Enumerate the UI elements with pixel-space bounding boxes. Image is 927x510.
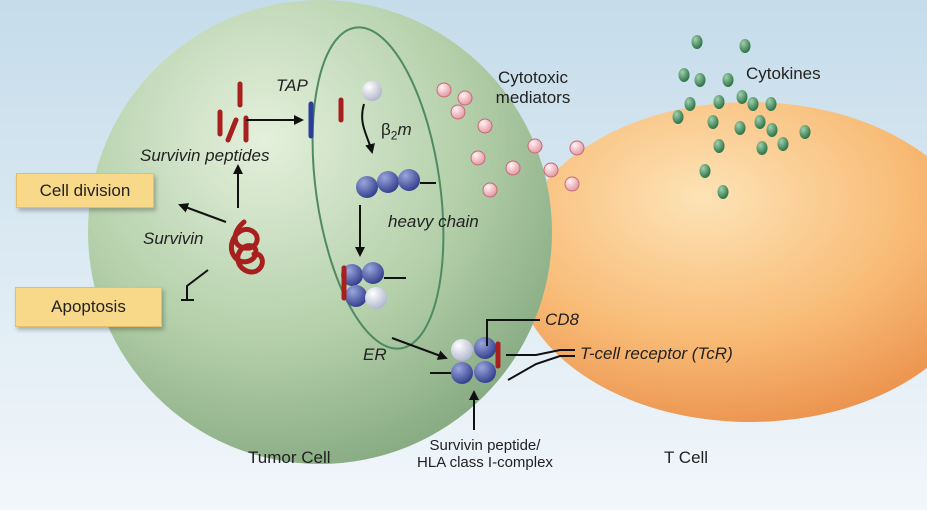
beta2m-beta: β	[381, 120, 391, 139]
t-cell	[514, 102, 927, 422]
cytotoxic-mediators-line1: Cytotoxic	[498, 68, 568, 87]
tumor-cell-label: Tumor Cell	[248, 448, 331, 467]
complex-label: Survivin peptide/ HLA class I-complex	[400, 437, 570, 472]
apoptosis-box: Apoptosis	[15, 287, 162, 327]
tcr-line-upper	[506, 349, 575, 356]
cytotoxic-mediators	[436, 82, 585, 198]
heavy-chain-label: heavy chain	[388, 212, 479, 231]
er-label: ER	[363, 345, 387, 364]
er-to-surface-arrow	[391, 337, 448, 360]
survivin-protein	[228, 219, 265, 275]
tumor-cell	[88, 0, 552, 464]
er-outline	[311, 26, 445, 350]
cytotoxic-mediators-label: Cytotoxic mediators	[478, 68, 588, 107]
complex-label-line2: HLA class I-complex	[417, 454, 553, 472]
cell-division-box: Cell division	[16, 173, 154, 208]
connector-lines	[181, 269, 575, 381]
cytokines	[672, 35, 811, 199]
er-complex-graphic	[341, 262, 406, 309]
beta2m-m: m	[397, 120, 412, 139]
cd8-line	[486, 319, 540, 346]
tcr-line-lower	[507, 355, 575, 381]
surface-complex-graphic	[430, 337, 501, 384]
cytokines-label: Cytokines	[746, 64, 821, 83]
beta2m-arrow	[361, 103, 375, 154]
tap-label: TAP	[276, 76, 308, 95]
beta2m-ball	[362, 81, 382, 101]
beta2m-label: β2m	[381, 120, 412, 143]
heavy-chain-graphic	[356, 169, 436, 198]
t-cell-label: T Cell	[664, 448, 709, 467]
complex-label-line1: Survivin peptide/	[429, 437, 541, 454]
apoptosis-inhibition-line	[186, 269, 209, 300]
arrows	[178, 103, 479, 430]
survivin-to-cell-division-arrow	[178, 203, 227, 223]
cd8-label: CD8	[545, 310, 580, 329]
survivin-peptides-label: Survivin peptides	[140, 146, 270, 165]
survivin-label: Survivin	[143, 229, 204, 248]
tcr-label: T-cell receptor (TcR)	[580, 344, 733, 363]
beta2m-subscript: 2	[390, 128, 398, 143]
cytotoxic-mediators-line2: mediators	[495, 87, 571, 107]
